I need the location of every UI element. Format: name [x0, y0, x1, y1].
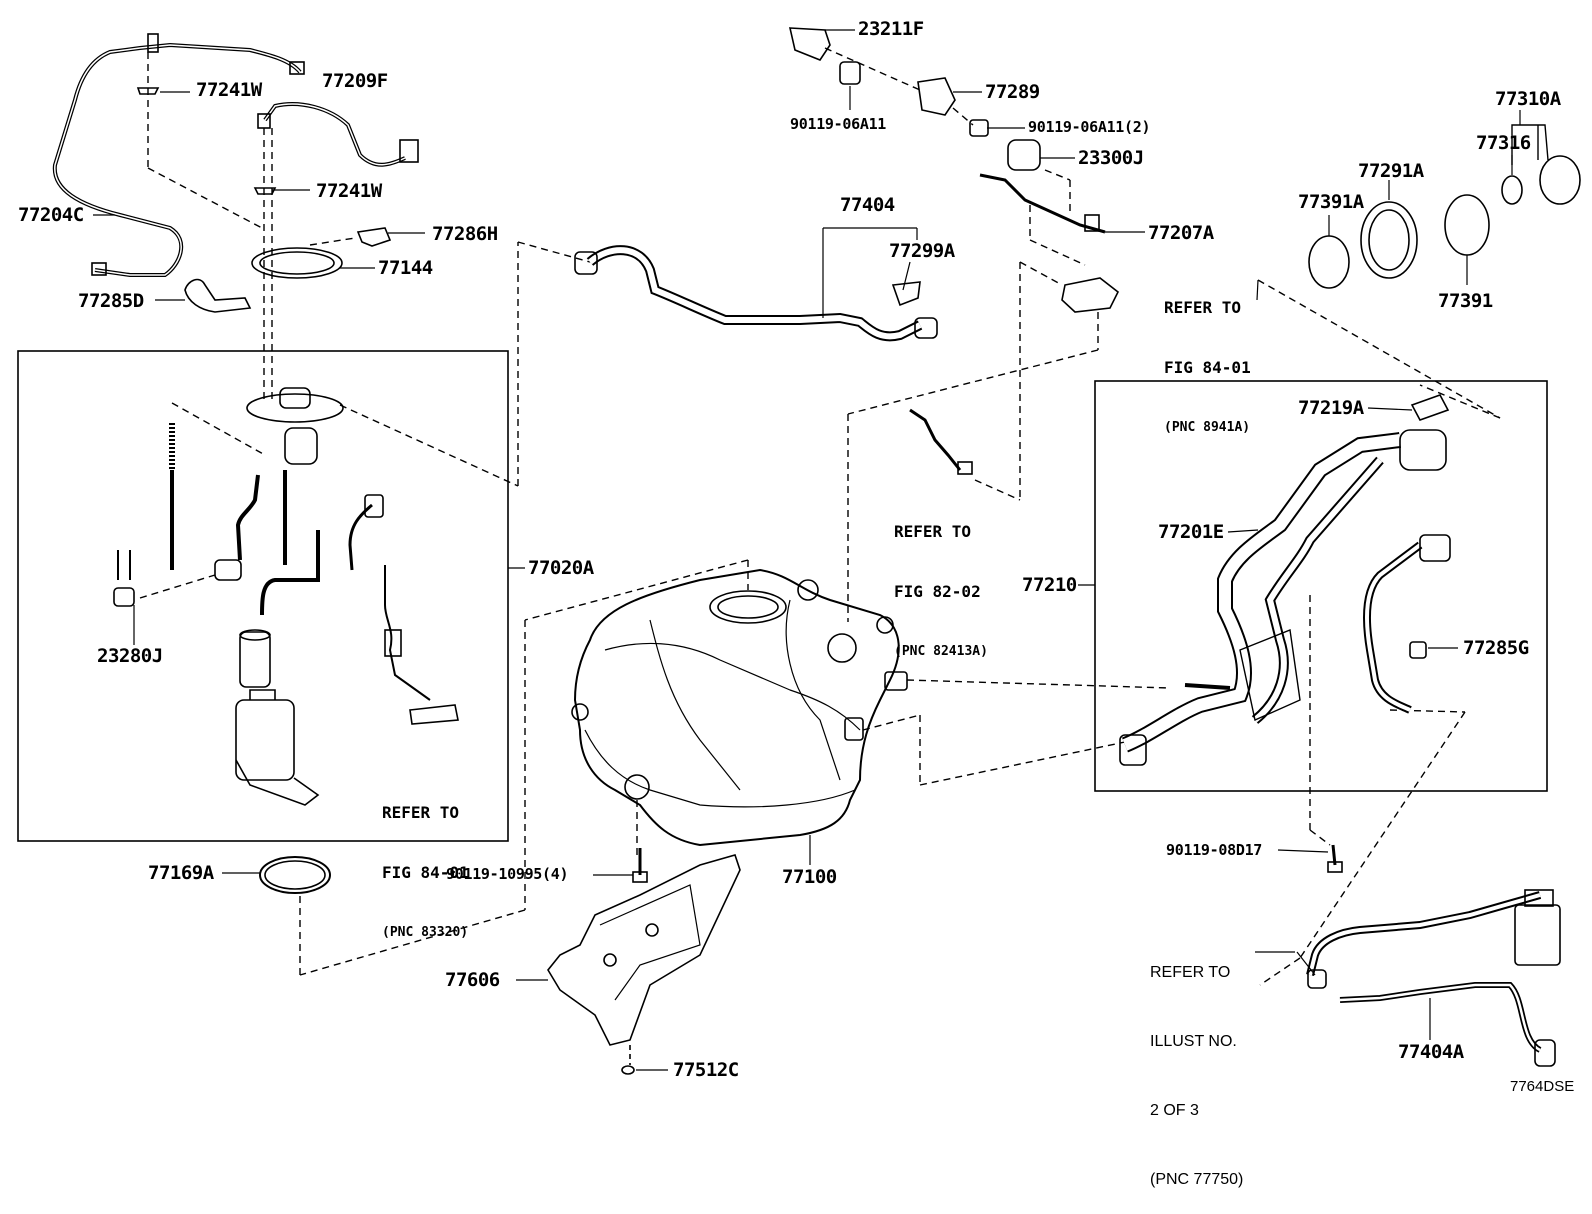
harness-77204C — [52, 42, 302, 277]
filler-pipe-box — [1094, 380, 1548, 792]
label-77204C: 77204C — [18, 204, 84, 226]
bracket-77286H — [356, 227, 392, 247]
hose-77207A — [979, 173, 1106, 234]
cap-77310A — [1539, 155, 1581, 205]
neck-77291A — [1360, 201, 1418, 279]
hose-77404 — [586, 245, 923, 342]
connector — [91, 262, 107, 276]
ring-77316 — [1501, 175, 1523, 205]
label-77299A: 77299A — [889, 240, 955, 262]
label-77207A: 77207A — [1148, 222, 1214, 244]
label-77289: 77289 — [985, 81, 1040, 103]
reference-illust-2-of-3: REFER TO ILLUST NO. 2 OF 3 (PNC 77750) — [1150, 964, 1244, 1188]
label-77241W-a: 77241W — [196, 79, 262, 101]
reference-fig-84-01-top: REFER TO FIG 84-01 (PNC 8941A) — [1164, 298, 1251, 435]
connector — [399, 139, 419, 163]
pump-assembly-box — [17, 350, 509, 842]
label-77391A: 77391A — [1298, 191, 1364, 213]
label-77404: 77404 — [840, 194, 895, 216]
diagram-drawing — [17, 27, 1581, 1075]
hose-canister — [1306, 891, 1542, 976]
label-77209F: 77209F — [322, 70, 388, 92]
label-90119-06A11: 90119-06A11 — [790, 115, 887, 133]
gasket-77169A — [259, 856, 331, 894]
gasket-77391A — [1308, 235, 1350, 289]
clamp-77285G — [1409, 641, 1427, 659]
label-77285D: 77285D — [78, 290, 144, 312]
parts-diagram: 23211F 77289 90119-06A11 90119-06A11(2) … — [17, 18, 1581, 1188]
valve-23280J — [214, 559, 242, 581]
label-23300J: 23300J — [1078, 147, 1144, 169]
reference-fig-84-01-pump: REFER TO FIG 84-01 (PNC 83320) — [382, 803, 469, 940]
canister-valve — [1514, 904, 1561, 966]
label-77144: 77144 — [378, 257, 433, 279]
protector-77606 — [547, 854, 741, 1046]
label-77100: 77100 — [782, 866, 837, 888]
protector-77285D — [184, 278, 252, 313]
harness-77209F — [263, 102, 406, 167]
label-77512C: 77512C — [673, 1059, 739, 1081]
grommet — [113, 587, 135, 607]
label-77291A: 77291A — [1358, 160, 1424, 182]
pump-bracket — [235, 699, 295, 781]
clip-77241W — [136, 87, 160, 95]
fuel-pump — [239, 631, 271, 688]
connector — [147, 33, 159, 53]
label-90119-08D17: 90119-08D17 — [1166, 841, 1263, 859]
reference-fig-82-02: REFER TO FIG 82-02 (PNC 82413A) — [894, 522, 988, 659]
pump-body — [284, 427, 318, 465]
label-77201E: 77201E — [1158, 521, 1224, 543]
label-90119-06A11-2: 90119-06A11(2) — [1028, 118, 1151, 136]
label-90119-10995: 90119-10995(4) — [446, 865, 569, 883]
label-23211F: 23211F — [858, 18, 924, 40]
label-77219A: 77219A — [1298, 397, 1364, 419]
gasket-77391 — [1444, 194, 1490, 256]
label-77310A: 77310A — [1495, 88, 1561, 110]
pump-flange — [246, 393, 344, 423]
valve-77289 — [917, 77, 956, 116]
bolt — [839, 61, 861, 85]
label-77169A: 77169A — [148, 862, 214, 884]
filter-23300J — [1007, 139, 1041, 171]
connector — [289, 61, 305, 75]
label-77285G: 77285G — [1463, 637, 1529, 659]
ring-77144 — [251, 247, 343, 279]
label-77316: 77316 — [1476, 132, 1531, 154]
label-77404A: 77404A — [1398, 1041, 1464, 1063]
bracket-23211F — [788, 27, 831, 61]
clip-77219A — [1410, 394, 1450, 421]
bolt — [969, 119, 989, 137]
label-77241W-b: 77241W — [316, 180, 382, 202]
label-77286H: 77286H — [432, 223, 498, 245]
filler-neck — [1399, 429, 1447, 471]
diagram-code: 7764DSE — [1510, 1078, 1575, 1095]
clip-77299A — [891, 281, 921, 307]
label-77606: 77606 — [445, 969, 500, 991]
sender-gauge — [409, 704, 459, 725]
label-77020A: 77020A — [528, 557, 594, 579]
label-77391: 77391 — [1438, 290, 1493, 312]
valve-assembly — [1061, 277, 1120, 313]
label-23280J: 23280J — [97, 645, 163, 667]
fuel-tank-77100 — [573, 568, 900, 847]
label-77210: 77210 — [1022, 574, 1077, 596]
